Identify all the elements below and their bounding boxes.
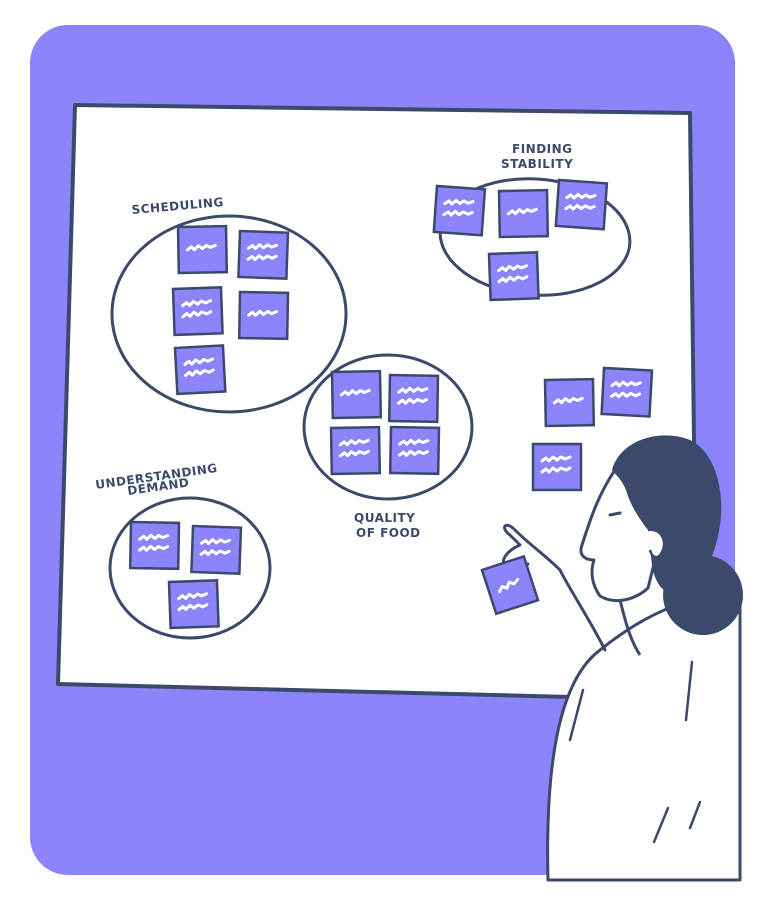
- sticky-note: [330, 369, 383, 420]
- cluster-outline-understanding-demand: [108, 496, 272, 640]
- sticky-note: [236, 229, 290, 281]
- sticky-note: [171, 285, 225, 337]
- sticky-note: [388, 425, 441, 476]
- sticky-note: [237, 290, 290, 341]
- sticky-note: [487, 250, 541, 302]
- sticky-note: [167, 578, 221, 630]
- sticky-note: [128, 520, 181, 571]
- sticky-note: [189, 524, 243, 576]
- cluster-label-quality-of-food-line2: OF FOOD: [356, 526, 421, 540]
- cluster-label-finding-stability-line2: STABILITY: [501, 157, 573, 171]
- sticky-note: [543, 377, 596, 428]
- sticky-note: [531, 442, 583, 492]
- cluster-outline-quality-of-food: [302, 353, 474, 501]
- sticky-note: [432, 184, 487, 237]
- sticky-note: [176, 224, 229, 275]
- sticky-note: [600, 366, 654, 418]
- cluster-label-finding-stability-line1: FINDING: [512, 142, 573, 156]
- sticky-note: [554, 178, 609, 231]
- sticky-note: [173, 343, 227, 396]
- person-figure: [480, 435, 743, 882]
- cluster-outline-scheduling: [110, 214, 348, 414]
- cluster-label-quality-of-food-line1: QUALITY: [354, 511, 415, 525]
- sticky-note: [329, 425, 382, 476]
- sticky-note: [387, 373, 440, 424]
- sticky-note: [497, 188, 550, 239]
